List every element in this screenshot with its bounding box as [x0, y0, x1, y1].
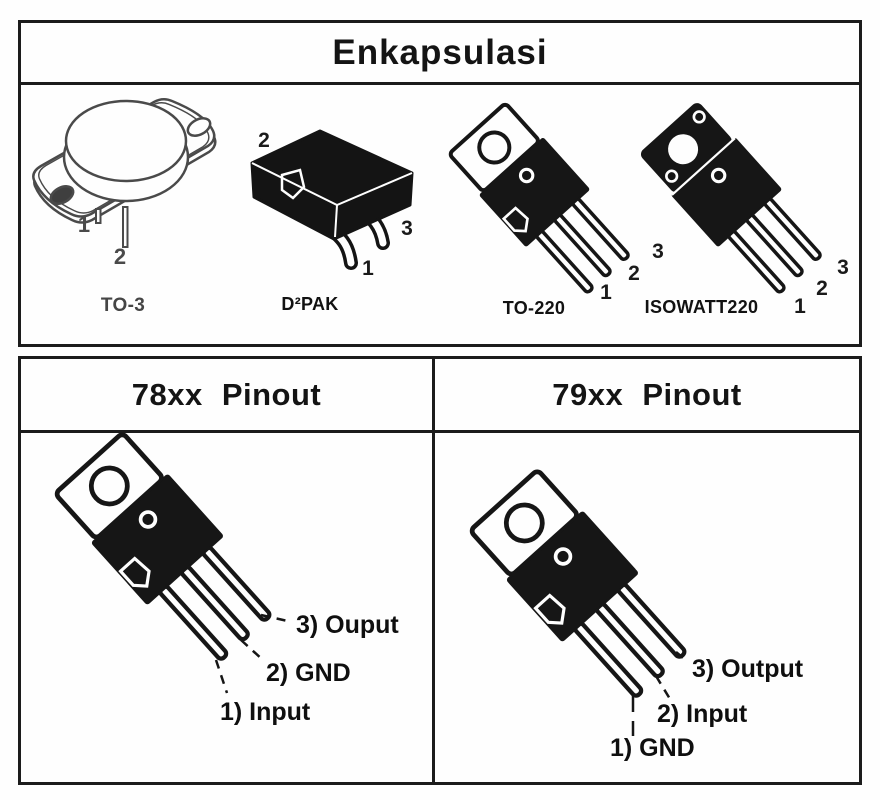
- to220-package-drawing: [445, 99, 635, 298]
- pinout-78xx-cell: [21, 433, 435, 782]
- pinout-78xx-label-output: 3) Ouput: [296, 611, 399, 639]
- to220-pin2-number: 2: [628, 262, 640, 285]
- to220-pin3-number: 3: [652, 240, 664, 263]
- isowatt220-pin1-number: 1: [794, 295, 806, 318]
- pinout-79xx-label-output: 3) Output: [692, 655, 804, 683]
- isowatt220-pin2-number: 2: [816, 277, 828, 300]
- to3-package-drawing: [32, 98, 217, 248]
- d2pak-pin2-number: 2: [258, 129, 270, 152]
- d2pak-package-drawing: [250, 129, 414, 270]
- packages-area: 1 2 2 3 1 1 2 3 1 2 3 TO-3 D²PAK TO-220 …: [21, 85, 859, 344]
- d2pak-pin1-number: 1: [362, 257, 374, 280]
- d2pak-caption: D²PAK: [281, 294, 339, 314]
- isowatt220-caption: ISOWATT220: [644, 297, 759, 317]
- encapsulation-panel: Enkapsulasi: [18, 20, 862, 347]
- pinout-79xx-label-input: 2) Input: [657, 700, 748, 728]
- regulator-78xx-drawing: [50, 428, 278, 666]
- to220-caption: TO-220: [502, 298, 566, 318]
- pinout-78xx-title: 78xx Pinout: [21, 359, 435, 430]
- isowatt220-pin3-number: 3: [837, 256, 849, 279]
- pinout-79xx-title: 79xx Pinout: [552, 376, 742, 412]
- pinout-78xx-label-gnd: 2) GND: [266, 659, 351, 687]
- regulator-79xx-drawing: [465, 465, 693, 703]
- pinout-body-row: [21, 433, 859, 782]
- pinout-78xx-label-input: 1) Input: [220, 698, 311, 726]
- to3-caption: TO-3: [100, 295, 146, 316]
- pinout-79xx-label-gnd: 1) GND: [610, 734, 695, 762]
- to3-pin2-number: 2: [113, 244, 127, 269]
- d2pak-pin3-number: 3: [401, 217, 413, 240]
- to3-pin1-number: 1: [77, 212, 91, 237]
- to220-pin1-number: 1: [600, 281, 612, 304]
- pinout-header-row: 78xx Pinout 79xx Pinout: [21, 359, 859, 433]
- encapsulation-title: Enkapsulasi: [21, 23, 859, 85]
- isowatt220-package-drawing: [637, 99, 827, 298]
